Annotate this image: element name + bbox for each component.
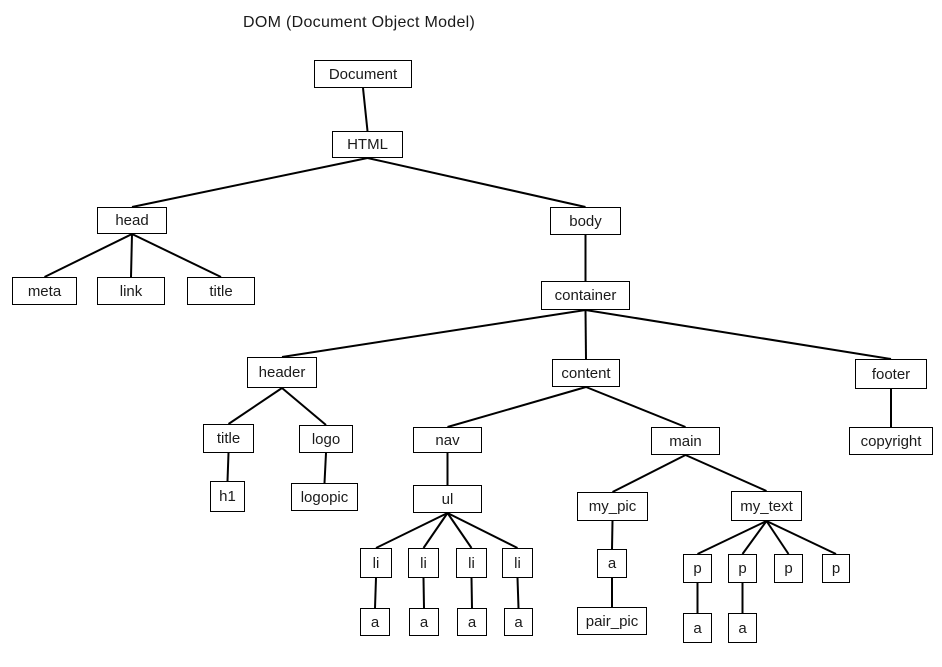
node-ul: ul — [413, 485, 482, 513]
node-document: Document — [314, 60, 412, 88]
node-pair_pic: pair_pic — [577, 607, 647, 635]
edge-html-head — [131, 157, 368, 208]
node-content: content — [552, 359, 620, 387]
node-h1: h1 — [210, 481, 245, 512]
edge-content-main — [585, 386, 686, 428]
node-main: main — [651, 427, 720, 455]
node-html: HTML — [332, 131, 403, 158]
edge-logo-logopic — [323, 452, 327, 484]
node-link: link — [97, 277, 165, 305]
node-title-header: title — [203, 424, 254, 453]
edge-my_text-p-3 — [765, 520, 790, 555]
edge-main-my_pic — [612, 454, 686, 493]
edge-title-header-h1 — [226, 452, 230, 482]
edge-head-title-head — [131, 233, 222, 278]
node-container: container — [541, 281, 630, 310]
node-a-p1: a — [683, 613, 712, 643]
edge-li-3-a-3 — [470, 577, 473, 609]
node-copyright: copyright — [849, 427, 933, 455]
edge-my_text-p-2 — [741, 520, 768, 555]
node-a-1: a — [360, 608, 390, 636]
edge-my_text-p-4 — [766, 520, 837, 555]
node-p-3: p — [774, 554, 803, 583]
edge-container-header — [281, 309, 586, 358]
node-p-2: p — [728, 554, 757, 583]
diagram-title: DOM (Document Object Model) — [243, 14, 476, 31]
node-body: body — [550, 207, 621, 235]
node-meta: meta — [12, 277, 77, 305]
node-title-head: title — [187, 277, 255, 305]
edge-container-footer — [585, 309, 892, 360]
node-head: head — [97, 207, 167, 234]
node-li-3: li — [456, 548, 487, 578]
edge-li-4-a-4 — [516, 577, 520, 609]
edge-head-meta — [44, 233, 133, 278]
node-a-4: a — [504, 608, 533, 636]
edge-ul-li-1 — [375, 512, 448, 549]
edge-my_text-p-1 — [697, 520, 767, 555]
edge-ul-li-4 — [447, 512, 518, 549]
node-a-2: a — [409, 608, 439, 636]
node-a-pic: a — [597, 549, 627, 578]
node-header: header — [247, 357, 317, 388]
node-logo: logo — [299, 425, 353, 453]
edge-container-content — [584, 309, 587, 360]
node-logopic: logopic — [291, 483, 358, 511]
node-li-1: li — [360, 548, 392, 578]
edge-header-title-header — [227, 387, 283, 425]
edge-li-2-a-2 — [422, 577, 425, 609]
node-a-3: a — [457, 608, 487, 636]
node-p-4: p — [822, 554, 850, 583]
edge-document-html — [362, 87, 369, 132]
node-my_text: my_text — [731, 491, 802, 521]
edge-content-nav — [447, 386, 587, 428]
edge-head-link — [130, 233, 133, 278]
edge-ul-li-2 — [422, 512, 449, 549]
node-p-1: p — [683, 554, 712, 583]
edge-li-1-a-1 — [374, 577, 377, 609]
node-my_pic: my_pic — [577, 492, 648, 521]
node-a-p2: a — [728, 613, 757, 643]
edge-ul-li-3 — [446, 512, 473, 549]
edge-main-my_text — [685, 454, 767, 492]
node-nav: nav — [413, 427, 482, 453]
node-li-2: li — [408, 548, 439, 578]
edge-html-body — [367, 157, 586, 208]
edge-my_pic-a-pic — [611, 520, 614, 550]
edge-header-logo — [281, 387, 327, 426]
node-footer: footer — [855, 359, 927, 389]
node-li-4: li — [502, 548, 533, 578]
